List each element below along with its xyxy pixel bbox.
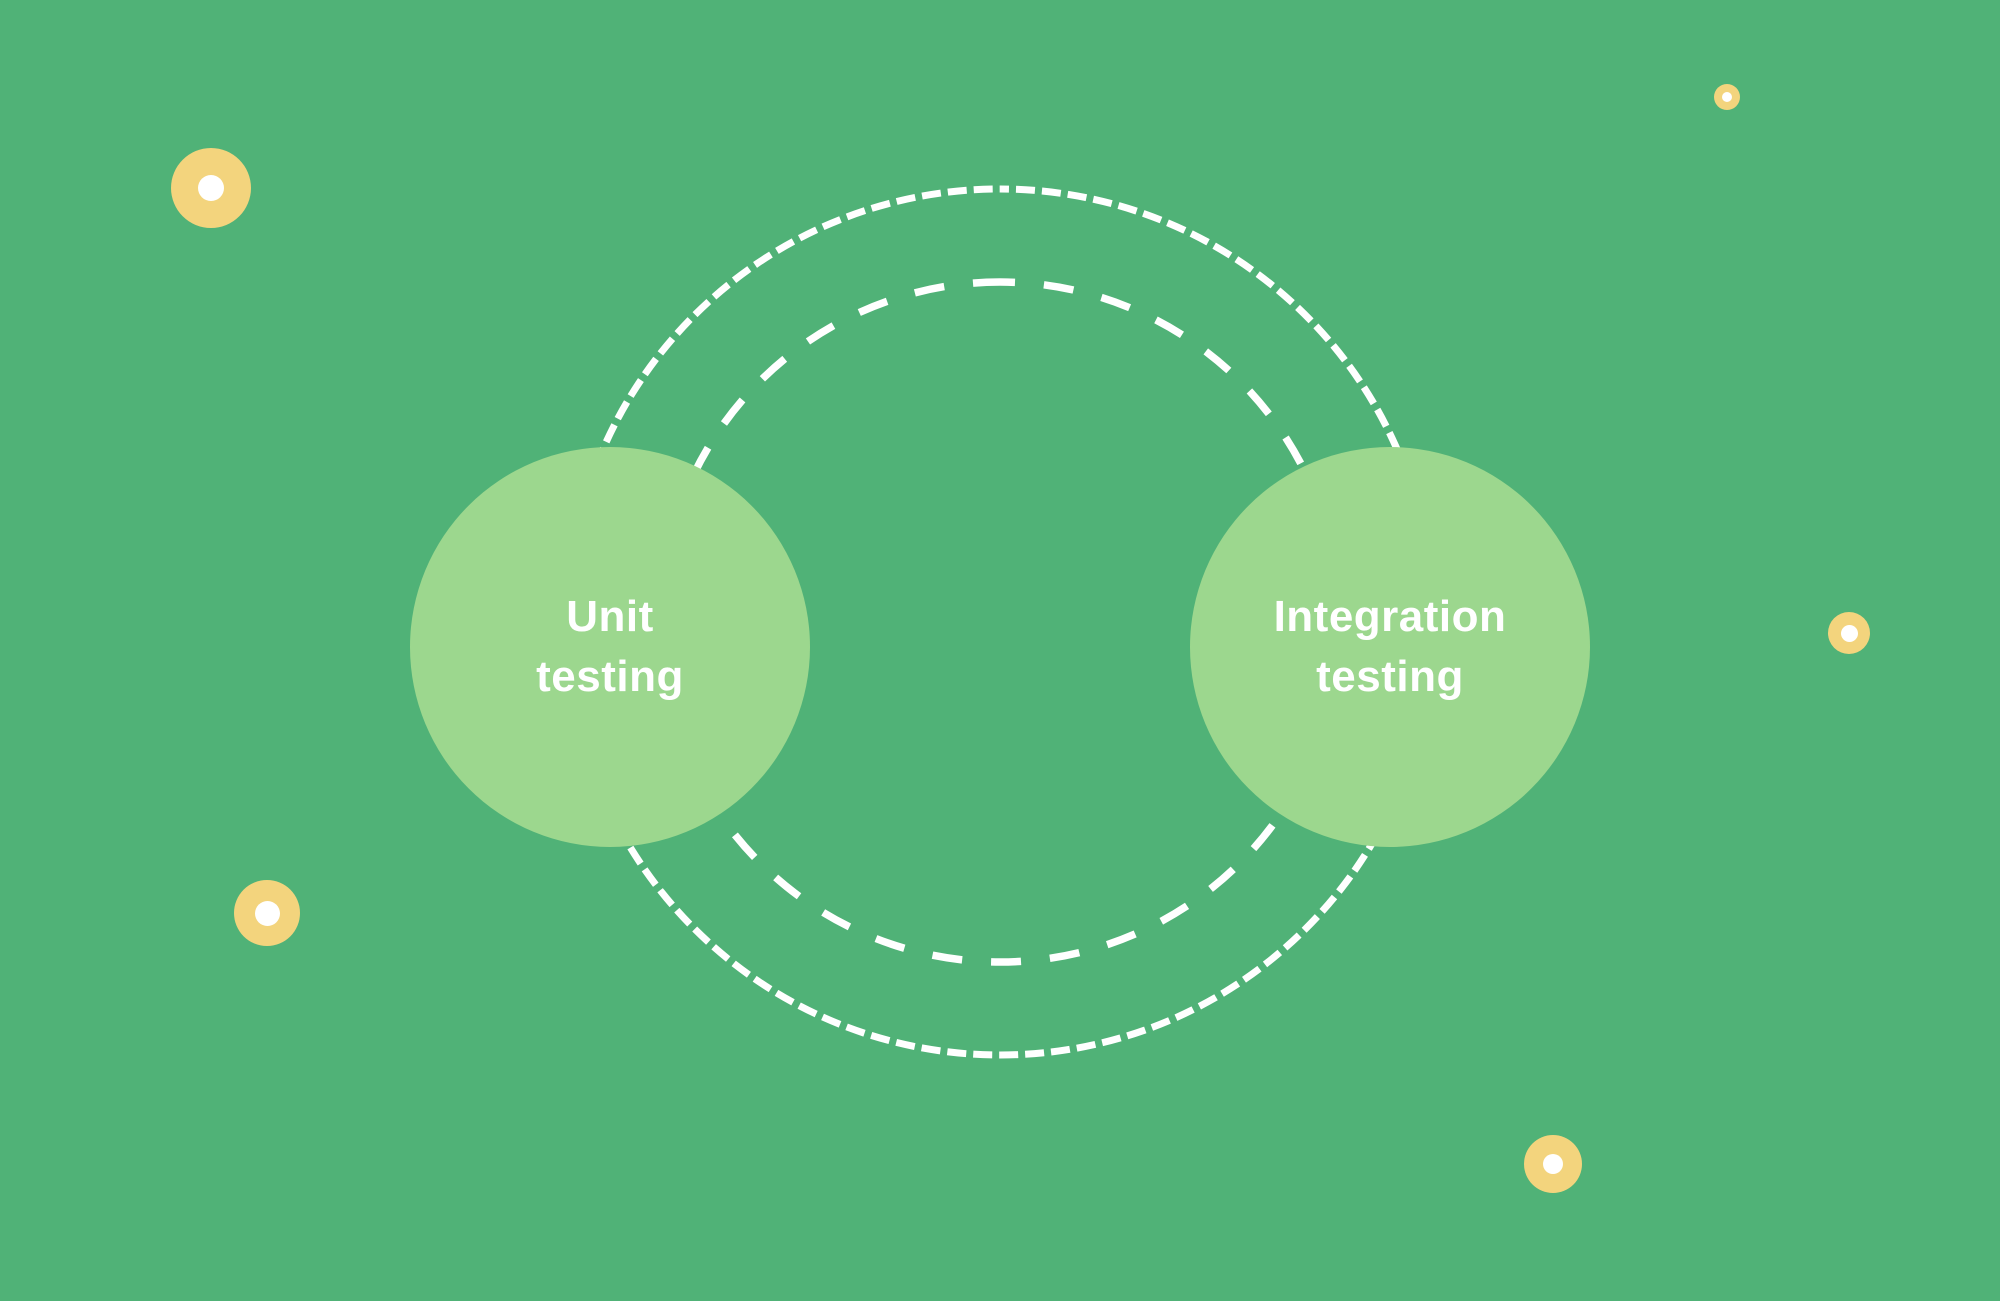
integration-testing-label: Integration testing [1274, 587, 1507, 707]
decorative-dot-top-left [171, 148, 251, 228]
integration-testing-label-line1: Integration [1273, 592, 1507, 641]
decorative-dot-top-right [1714, 84, 1740, 110]
decorative-dot-center [1543, 1154, 1563, 1174]
decorative-dot-bottom-left [234, 880, 300, 946]
decorative-dot-bottom-right [1524, 1135, 1582, 1193]
unit-testing-label-line1: Unit [566, 592, 654, 641]
decorative-dot-center [254, 900, 280, 926]
unit-testing-label-line2: testing [536, 652, 684, 701]
decorative-dot-center [1722, 92, 1732, 102]
decorative-dot-center [1840, 624, 1858, 642]
decorative-dot-center [198, 175, 224, 201]
integration-testing-label-line2: testing [1316, 652, 1464, 701]
decorative-dot-middle-right [1828, 612, 1870, 654]
unit-testing-circle: Unit testing [410, 447, 810, 847]
unit-testing-label: Unit testing [536, 587, 684, 707]
integration-testing-circle: Integration testing [1190, 447, 1590, 847]
